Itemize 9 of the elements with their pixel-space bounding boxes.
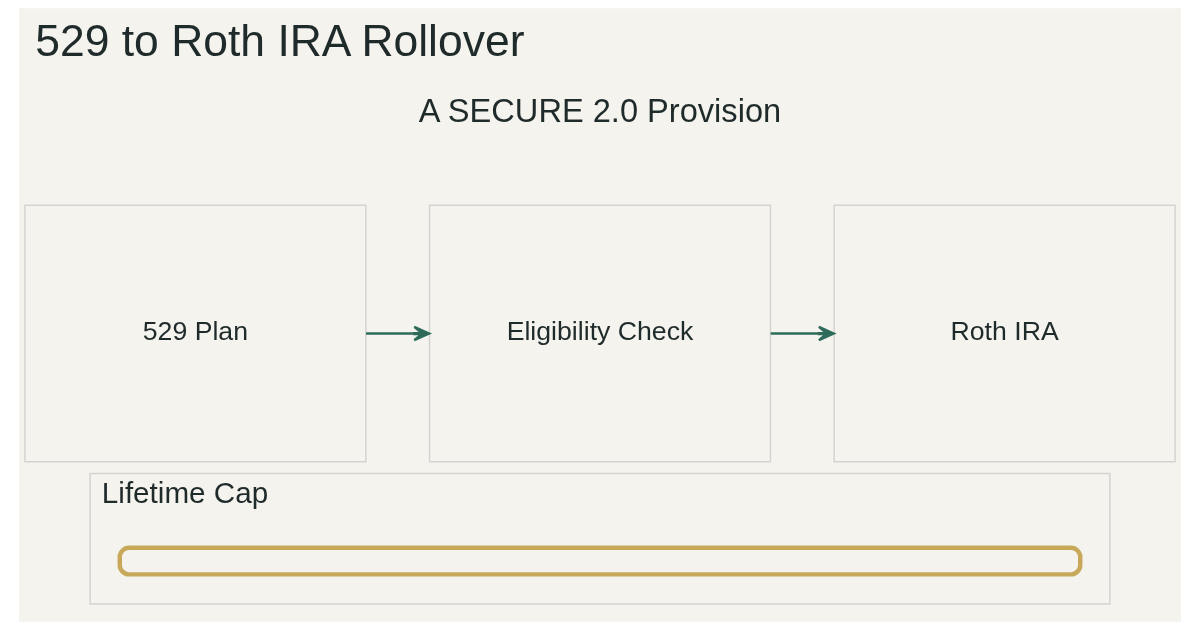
cluster: Lifetime Cap [89,472,1111,605]
arrow [366,325,431,342]
node-box: Roth IRA [833,204,1176,463]
node-box: 529 Plan [24,204,367,463]
diagram-title: 529 to Roth IRA Rollover [35,15,525,65]
label: A SECURE 2.0 Provision [418,91,782,129]
arrow [770,325,835,342]
node-box: Eligibility Check [428,204,772,463]
node-bar [117,545,1083,577]
